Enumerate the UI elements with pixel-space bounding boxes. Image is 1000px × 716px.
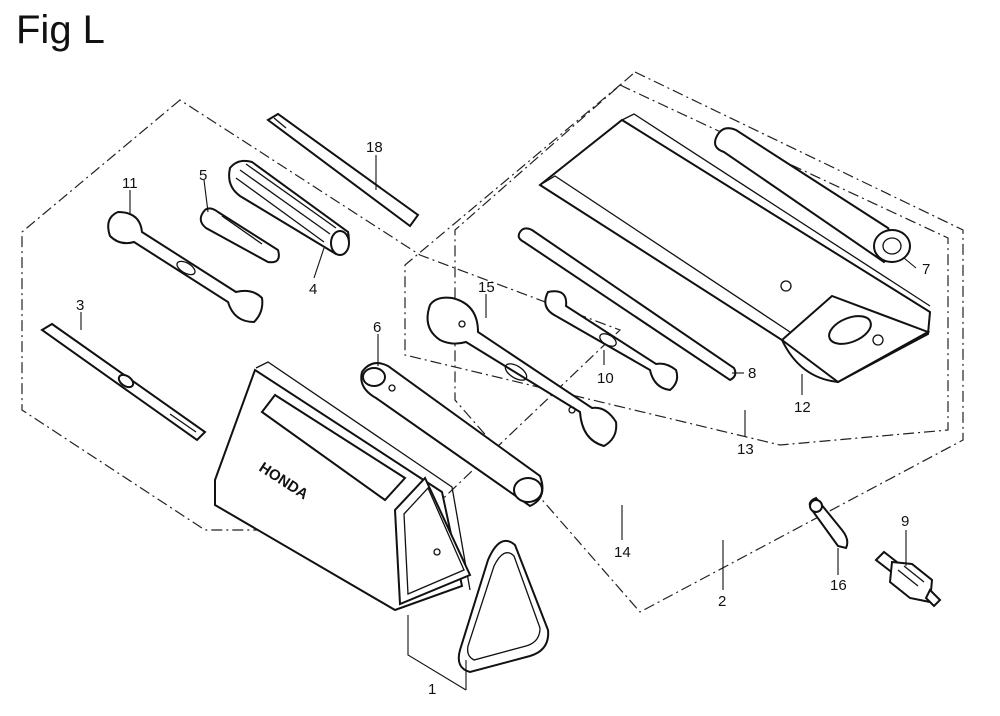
callout-3: 3 [76,297,84,314]
screwdriver-handle-part [228,159,350,256]
callout-9: 9 [901,513,909,530]
callout-5: 5 [199,167,207,184]
large-wrench-part [426,296,618,448]
callout-14: 14 [614,544,631,561]
bar-part [517,227,737,382]
medium-wrench-part [544,290,679,392]
callout-6: 6 [373,319,381,336]
tool-case-lid-part [457,540,550,674]
callout-11: 11 [122,175,138,192]
small-spanner-part [808,496,849,550]
callout-7: 7 [922,261,930,278]
callout-2: 2 [718,593,726,610]
callout-12: 12 [794,399,811,416]
tool-bag-part [538,113,932,384]
callout-15: 15 [478,279,495,296]
screwdriver-blade-part [266,112,420,228]
callout-16: 16 [830,577,847,594]
socket-wrench-part [360,362,544,508]
callout-10: 10 [597,370,614,387]
callout-4: 4 [309,281,317,298]
plug-wrench-part [714,127,911,264]
callout-18: 18 [366,139,383,156]
callout-8: 8 [748,365,756,382]
tool-case-part: HONDA [214,361,472,612]
spark-plug-part [874,550,942,608]
tool-bag-outer-boundary [454,71,964,613]
tool-set-boundary [21,99,622,531]
grip-part [199,207,280,264]
figure-title: Fig L [16,8,105,52]
small-wrench-part [107,210,264,324]
tool-bag-inner-boundary [404,84,949,446]
callout-13: 13 [737,441,754,458]
leader-lines [80,155,917,691]
callout-1: 1 [428,681,436,698]
screwdriver-shaft-part [40,322,207,442]
callout-labels: 18 11 5 4 3 6 15 10 8 7 12 13 14 2 16 9 … [76,139,930,698]
